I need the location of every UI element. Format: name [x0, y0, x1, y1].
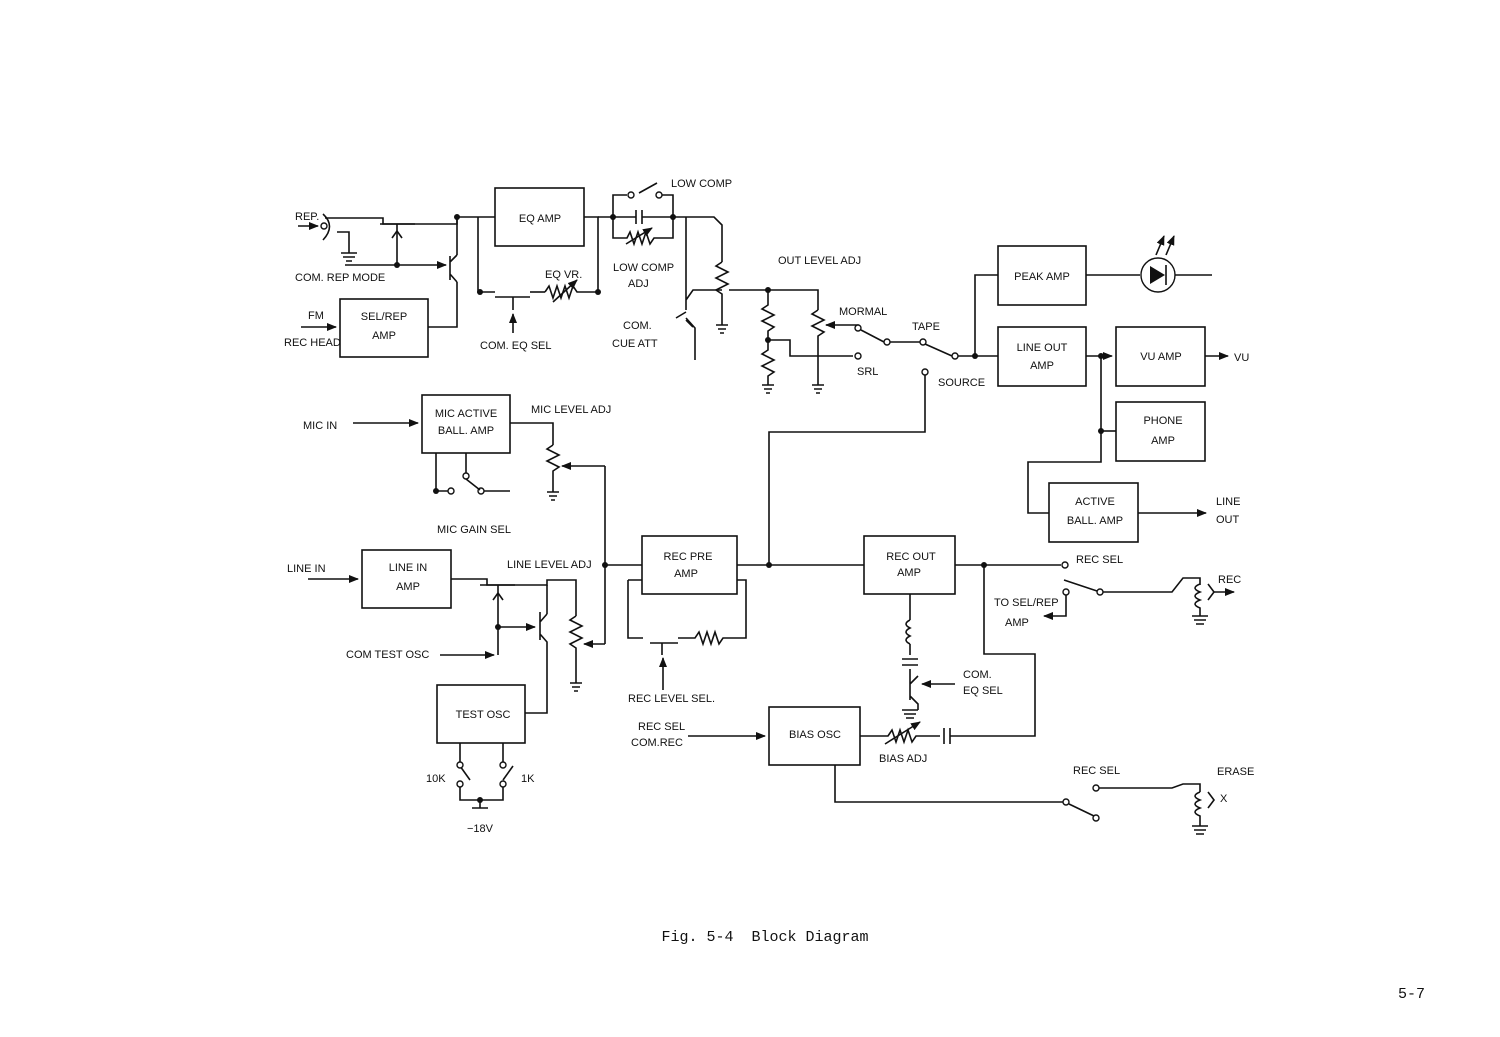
label-rec-sel-com-rec-2: COM.REC	[631, 737, 683, 749]
svg-text:AMP: AMP	[1030, 360, 1054, 372]
label-minus-18v: −18V	[467, 823, 494, 835]
svg-text:AMP: AMP	[1151, 435, 1175, 447]
svg-text:PHONE: PHONE	[1143, 415, 1182, 427]
record-section-wiring	[301, 323, 1235, 835]
svg-text:AMP: AMP	[674, 568, 698, 580]
label-eq-vr: EQ VR.	[545, 269, 582, 281]
svg-text:ACTIVE: ACTIVE	[1075, 496, 1115, 508]
rec-pre-amp-block: REC PRE AMP	[641, 535, 738, 595]
svg-text:SEL/REP: SEL/REP	[361, 311, 407, 323]
label-com-rep-mode: COM. REP MODE	[295, 272, 385, 284]
label-out-level-adj: OUT LEVEL ADJ	[778, 255, 861, 267]
reproduce-section-wiring	[298, 182, 1229, 517]
label-1k: 1K	[521, 773, 535, 785]
sel-rep-amp-block: SEL/REP AMP	[339, 298, 429, 358]
line-out-amp-block: LINE OUT AMP	[997, 326, 1087, 387]
label-low-comp-adj: LOW COMP	[613, 262, 674, 274]
label-source: SOURCE	[938, 377, 985, 389]
svg-text:PEAK AMP: PEAK AMP	[1014, 271, 1070, 283]
label-line-out-2: OUT	[1216, 514, 1240, 526]
label-com-eq-sel-2: EQ SEL	[963, 685, 1003, 697]
label-low-comp-adj-2: ADJ	[628, 278, 649, 290]
svg-text:AMP: AMP	[897, 567, 921, 579]
phone-amp-block: PHONE AMP	[1115, 401, 1206, 462]
rec-out-amp-block: REC OUT AMP	[863, 535, 956, 595]
svg-text:VU AMP: VU AMP	[1140, 351, 1182, 363]
svg-text:EQ AMP: EQ AMP	[519, 213, 561, 225]
svg-text:TEST OSC: TEST OSC	[456, 709, 511, 721]
test-osc-block: TEST OSC	[436, 684, 526, 744]
label-com-eq-sel: COM.	[963, 669, 992, 681]
svg-text:BALL. AMP: BALL. AMP	[438, 425, 494, 437]
label-low-comp: LOW COMP	[671, 178, 732, 190]
label-line-level-adj: LINE LEVEL ADJ	[507, 559, 592, 571]
label-10k: 10K	[426, 773, 446, 785]
label-rec-level-sel: REC LEVEL SEL.	[628, 693, 715, 705]
label-mic-in: MIC IN	[303, 420, 337, 432]
label-rec-sel-top: REC SEL	[1076, 554, 1123, 566]
label-com-cue-att-2: CUE ATT	[612, 338, 658, 350]
label-mic-gain-sel: MIC GAIN SEL	[437, 524, 511, 536]
label-mic-level-adj: MIC LEVEL ADJ	[531, 404, 611, 416]
label-rec-sel-bottom: REC SEL	[1073, 765, 1120, 777]
line-in-amp-block: LINE IN AMP	[361, 549, 452, 609]
label-line-out: LINE	[1216, 496, 1240, 508]
label-com-eq-sel-top: COM. EQ SEL	[480, 340, 552, 352]
eq-amp-block: EQ AMP	[494, 187, 585, 247]
svg-text:LINE IN: LINE IN	[389, 562, 428, 574]
label-to-sel-rep: TO SEL/REP	[994, 597, 1059, 609]
label-com-cue-att: COM.	[623, 320, 652, 332]
active-ball-amp-block: ACTIVE BALL. AMP	[1048, 482, 1139, 543]
label-rec-head: REC HEAD	[284, 337, 341, 349]
label-mormal: MORMAL	[839, 306, 887, 318]
figure-caption: Fig. 5-4 Block Diagram	[661, 929, 868, 946]
label-fm: FM	[308, 310, 324, 322]
label-to-sel-rep-2: AMP	[1005, 617, 1029, 629]
label-erase: ERASE	[1217, 766, 1254, 778]
svg-text:AMP: AMP	[372, 330, 396, 342]
svg-text:BALL. AMP: BALL. AMP	[1067, 515, 1123, 527]
label-tape: TAPE	[912, 321, 940, 333]
peak-amp-block: PEAK AMP	[997, 245, 1087, 306]
vu-amp-block: VU AMP	[1115, 326, 1206, 387]
svg-text:REC PRE: REC PRE	[664, 551, 713, 563]
label-com-test-osc: COM TEST OSC	[346, 649, 429, 661]
svg-text:AMP: AMP	[396, 581, 420, 593]
svg-text:MIC ACTIVE: MIC ACTIVE	[435, 408, 497, 420]
label-rec: REC	[1218, 574, 1241, 586]
label-srl: SRL	[857, 366, 878, 378]
label-rec-sel-com-rec: REC SEL	[638, 721, 685, 733]
label-bias-adj: BIAS ADJ	[879, 753, 927, 765]
mic-active-ball-amp-block: MIC ACTIVE BALL. AMP	[421, 394, 511, 454]
svg-text:REC OUT: REC OUT	[886, 551, 936, 563]
label-line-in: LINE IN	[287, 563, 326, 575]
label-x: X	[1220, 793, 1228, 805]
bias-osc-block: BIAS OSC	[768, 706, 861, 766]
page-number: 5-7	[1398, 986, 1425, 1003]
svg-text:BIAS OSC: BIAS OSC	[789, 729, 841, 741]
label-rep: REP.	[295, 211, 319, 223]
label-vu: VU	[1234, 352, 1249, 364]
svg-text:LINE OUT: LINE OUT	[1017, 342, 1068, 354]
